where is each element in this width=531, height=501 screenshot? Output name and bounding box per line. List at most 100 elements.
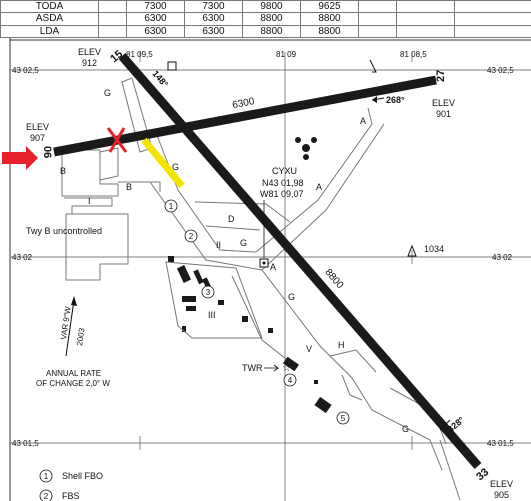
approach-arrow-icon	[2, 146, 38, 170]
variation-arrowhead-icon	[71, 296, 77, 306]
variation-rate-line1: ANNUAL RATE	[46, 369, 101, 378]
cell: 9800	[242, 0, 301, 14]
taxiway-label-g: G	[402, 424, 409, 434]
taxiway-label-a: A	[270, 262, 276, 272]
arp-dot-icon	[262, 261, 266, 265]
legend-marker	[39, 489, 53, 501]
cell: 8800	[300, 24, 359, 39]
airport-latitude: N43 01,98	[262, 178, 304, 188]
taxiway-label-d: D	[228, 214, 235, 224]
closed-x-mark	[106, 127, 128, 153]
cell: 6300	[184, 24, 243, 39]
row-label: LDA	[0, 24, 99, 39]
tower-label: TWR	[242, 363, 263, 373]
tower-arrow-icon	[264, 364, 280, 372]
cell: 8800	[242, 24, 301, 39]
runway-number-27: 27	[435, 70, 447, 82]
lat-label: 43 02	[12, 253, 33, 262]
taxiway-label-g: G	[104, 88, 111, 98]
direction-arrow-icon	[369, 59, 377, 73]
runway-number-33: 33	[474, 466, 491, 483]
declared-distances-table: TODA 7300 7300 9800 9625 ASDA 6300 6300 …	[0, 0, 531, 39]
cell: 9625	[300, 0, 359, 14]
taxiway-label-a: A	[316, 182, 322, 192]
heading-328: 328°	[446, 414, 467, 434]
twy-b-note: Twy B uncontrolled	[26, 226, 102, 236]
elev-label: ELEV	[78, 47, 101, 57]
apron-label-iii: III	[208, 310, 216, 320]
lon-label: 81 09,5	[126, 50, 153, 59]
tower-star-icon: ☆	[282, 363, 291, 374]
taxiway-label-g: G	[240, 238, 247, 248]
building-markers	[164, 199, 350, 425]
elev-value: 912	[82, 58, 97, 68]
obstacle-height: 1034	[424, 244, 444, 254]
runway-number-06: 06	[41, 146, 53, 158]
table-row-asda: ASDA 6300 6300 8800 8800	[0, 12, 531, 26]
taxiway-label-g: G	[172, 162, 179, 172]
runway-06-24	[53, 75, 437, 157]
cell: 6300	[126, 24, 185, 39]
airport-longitude: W81 09,07	[260, 189, 304, 199]
table-row-toda: TODA 7300 7300 9800 9625	[0, 0, 531, 14]
lat-label: 43 01,5	[12, 439, 39, 448]
lat-label: 43 02,5	[12, 66, 39, 75]
taxiway-label-v: V	[306, 344, 312, 354]
lon-label: 81 08,5	[400, 50, 427, 59]
building-number: 3	[206, 288, 211, 297]
highlight-taxiway	[141, 137, 185, 189]
variation-needle	[65, 299, 75, 357]
elev-value: 907	[30, 133, 45, 143]
building-number: 5	[341, 414, 346, 423]
lon-label: 81 09	[276, 50, 297, 59]
elev-label: ELEV	[432, 98, 455, 108]
legend-number: 1	[44, 472, 49, 481]
runway-15-33	[118, 53, 482, 469]
legend-number: 2	[44, 492, 49, 501]
row-label: TODA	[0, 0, 99, 14]
building-number: 2	[189, 232, 194, 241]
building-number: 1	[169, 202, 174, 211]
legend-label: FBS	[62, 491, 80, 501]
apron-outline	[165, 261, 263, 339]
elev-label: ELEV	[490, 479, 513, 489]
taxiway-label-b: B	[60, 166, 66, 176]
legend-marker	[39, 469, 53, 483]
apron-label-ii: II	[216, 240, 221, 250]
taxiway-label-h: H	[338, 340, 345, 350]
taxiway-outlines	[61, 77, 461, 501]
aerodrome-chart: 81 09,5 81 09 81 08,5 43 02,5 43 02,5 43…	[2, 38, 531, 501]
heliport-icon	[167, 61, 177, 71]
lat-label: 43 02,5	[487, 66, 514, 75]
heading-arrow-icon	[439, 419, 451, 431]
variation-rate-line2: OF CHANGE 2,0° W	[36, 379, 110, 388]
taxiway-label-a: A	[360, 116, 366, 126]
cell: 8800	[300, 12, 359, 26]
taxiway-label-g: G	[288, 292, 295, 302]
obstacle-icon	[407, 244, 417, 257]
row-label: ASDA	[0, 12, 99, 26]
heading-268: 268°	[386, 95, 405, 105]
building-number: 4	[288, 376, 293, 385]
cell: 7300	[184, 0, 243, 14]
variation-year: 2003	[75, 327, 86, 346]
cell: 6300	[126, 12, 185, 26]
elev-value: 901	[436, 109, 451, 119]
graticule	[10, 52, 531, 501]
taxiway-label-i: I	[88, 196, 91, 206]
runway-length-6300: 6300	[231, 96, 255, 111]
elev-value: 905	[494, 490, 509, 500]
legend-label: Shell FBO	[62, 471, 103, 481]
buildings	[168, 256, 332, 414]
windsock-icon	[295, 137, 317, 160]
lat-label: 43 02	[492, 253, 513, 262]
lat-label: 43 01,5	[487, 439, 514, 448]
cell: 7300	[126, 0, 185, 14]
heading-arrowhead-icon	[372, 96, 377, 103]
cell: 8800	[242, 12, 301, 26]
table-row-lda: LDA 6300 6300 8800 8800	[0, 24, 531, 39]
taxiway-label-b: B	[126, 182, 132, 192]
airport-ident: CYXU	[272, 166, 297, 176]
elev-label: ELEV	[26, 122, 49, 132]
